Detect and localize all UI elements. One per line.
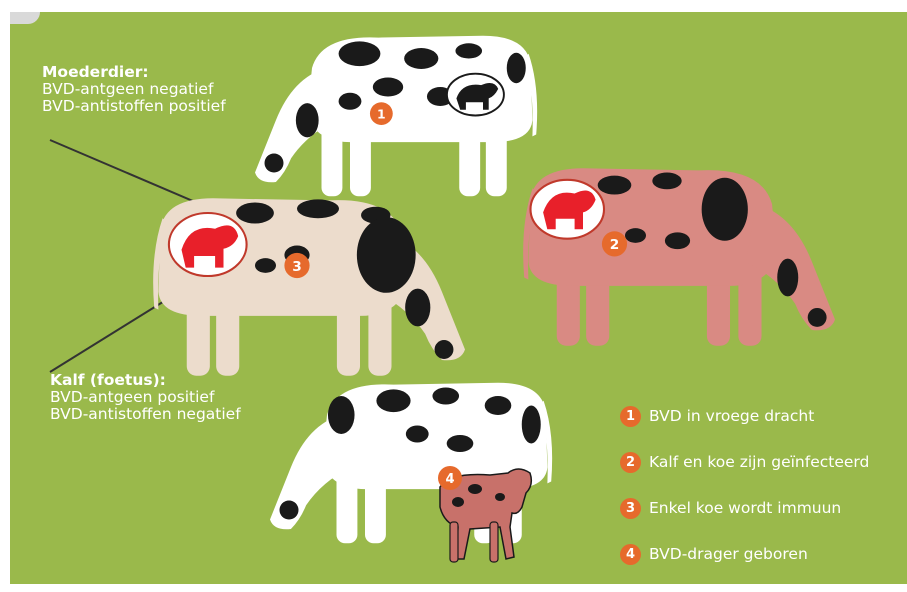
cow-4-badge: 4 [445, 472, 454, 487]
legend-text: BVD in vroege dracht [649, 407, 814, 425]
legend-number-badge: 2 [620, 452, 641, 473]
legend-number-badge: 4 [620, 544, 641, 565]
mother-label-line-1: BVD-antgeen negatief [42, 81, 226, 98]
calf-label-line-1: BVD-antgeen positief [50, 389, 241, 406]
legend-text: Enkel koe wordt immuun [649, 499, 841, 517]
legend-item: 1 BVD in vroege dracht [620, 405, 869, 427]
calf-label: Kalf (foetus): BVD-antgeen positief BVD-… [50, 372, 241, 423]
legend-number-badge: 3 [620, 498, 641, 519]
legend-text: Kalf en koe zijn geïnfecteerd [649, 453, 869, 471]
cow-1-icon: 1 [255, 36, 537, 197]
cow-2-badge: 2 [610, 237, 620, 253]
mother-label-line-2: BVD-antistoffen positief [42, 98, 226, 115]
calf-label-title: Kalf (foetus): [50, 372, 241, 389]
mother-label: Moederdier: BVD-antgeen negatief BVD-ant… [42, 64, 226, 115]
legend-number-badge: 1 [620, 406, 641, 427]
legend-text: BVD-drager geboren [649, 545, 808, 563]
infographic-canvas: 1 2 [10, 12, 907, 584]
cow-2-icon: 2 [523, 168, 835, 345]
legend: 1 BVD in vroege dracht 2 Kalf en koe zij… [620, 405, 869, 584]
calf-label-line-2: BVD-antistoffen negatief [50, 406, 241, 423]
cow-1-badge: 1 [377, 107, 386, 121]
legend-item: 2 Kalf en koe zijn geïnfecteerd [620, 451, 869, 473]
cow-3-badge: 3 [292, 259, 302, 275]
legend-item: 4 BVD-drager geboren [620, 543, 869, 565]
cow-3-icon: 3 [153, 198, 465, 375]
mother-label-title: Moederdier: [42, 64, 226, 81]
legend-item: 3 Enkel koe wordt immuun [620, 497, 869, 519]
